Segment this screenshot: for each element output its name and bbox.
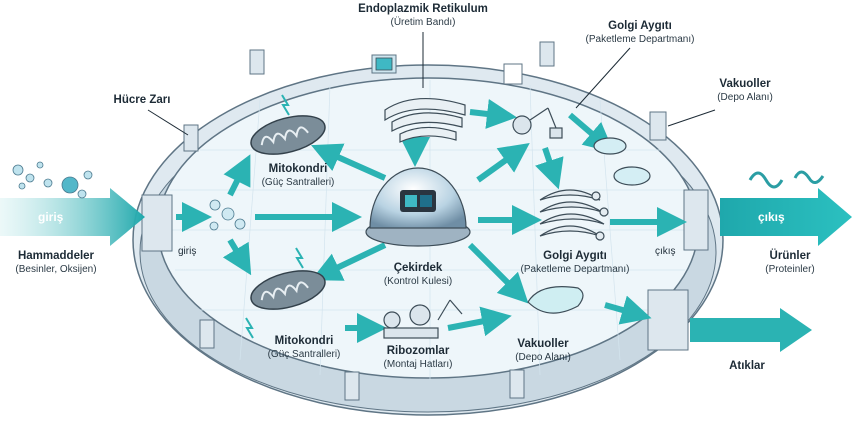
output-arrow-label: çıkış <box>758 210 785 224</box>
label-er: Endoplazmik Retikulum (Üretim Bandı) <box>348 3 498 29</box>
wall-monitor <box>376 58 392 70</box>
protein-products <box>750 172 823 187</box>
input-arrow <box>0 188 145 246</box>
label-nucleus-sub: (Kontrol Kulesi) <box>368 275 468 288</box>
label-nucleus: Çekirdek (Kontrol Kulesi) <box>368 262 468 288</box>
label-golgi-top-title: Golgi Aygıtı <box>575 20 705 33</box>
label-raw: Hammaddeler (Besinler, Oksijen) <box>0 250 112 276</box>
label-raw-title: Hammaddeler <box>0 250 112 263</box>
output-arrow <box>720 188 852 246</box>
label-ribosome: Ribozomlar (Montaj Hatları) <box>368 345 468 371</box>
label-mito-top-sub: (Güç Santralleri) <box>248 176 348 189</box>
label-mito-top: Mitokondri (Güç Santralleri) <box>248 163 348 189</box>
label-mito-bottom: Mitokondri (Güç Santralleri) <box>254 335 354 361</box>
label-mito-bottom-title: Mitokondri <box>254 335 354 348</box>
label-products: Ürünler (Proteinler) <box>745 250 835 276</box>
label-waste: Atıklar <box>712 360 782 373</box>
label-raw-sub: (Besinler, Oksijen) <box>0 263 112 276</box>
label-vacuole-bottom-title: Vakuoller <box>498 338 588 351</box>
label-products-title: Ürünler <box>745 250 835 263</box>
label-membrane-title: Hücre Zarı <box>102 94 182 107</box>
label-membrane: Hücre Zarı <box>102 94 182 107</box>
label-vacuole-bottom: Vakuoller (Depo Alanı) <box>498 338 588 364</box>
label-waste-title: Atıklar <box>712 360 782 373</box>
label-ribosome-title: Ribozomlar <box>368 345 468 358</box>
label-mito-top-title: Mitokondri <box>248 163 348 176</box>
label-vacuole-bottom-sub: (Depo Alanı) <box>498 351 588 364</box>
label-nucleus-title: Çekirdek <box>368 262 468 275</box>
label-vacuole-top: Vakuoller (Depo Alanı) <box>700 78 790 104</box>
label-golgi-top: Golgi Aygıtı (Paketleme Departmanı) <box>575 20 705 46</box>
label-vacuole-top-title: Vakuoller <box>700 78 790 91</box>
label-products-sub: (Proteinler) <box>745 263 835 276</box>
waste-arrow <box>690 308 812 352</box>
label-golgi-mid-sub: (Paketleme Departmanı) <box>510 263 640 276</box>
label-mito-bottom-sub: (Güç Santralleri) <box>254 348 354 361</box>
label-er-title: Endoplazmik Retikulum <box>348 3 498 16</box>
label-golgi-mid: Golgi Aygıtı (Paketleme Departmanı) <box>510 250 640 276</box>
raw-molecules <box>13 162 92 198</box>
label-er-sub: (Üretim Bandı) <box>348 16 498 29</box>
input-small-label: giriş <box>178 246 196 257</box>
label-ribosome-sub: (Montaj Hatları) <box>368 358 468 371</box>
input-arrow-label: giriş <box>38 210 63 224</box>
label-golgi-top-sub: (Paketleme Departmanı) <box>575 33 705 46</box>
output-small-label: çıkış <box>655 246 676 257</box>
label-vacuole-top-sub: (Depo Alanı) <box>700 91 790 104</box>
label-golgi-mid-title: Golgi Aygıtı <box>510 250 640 263</box>
